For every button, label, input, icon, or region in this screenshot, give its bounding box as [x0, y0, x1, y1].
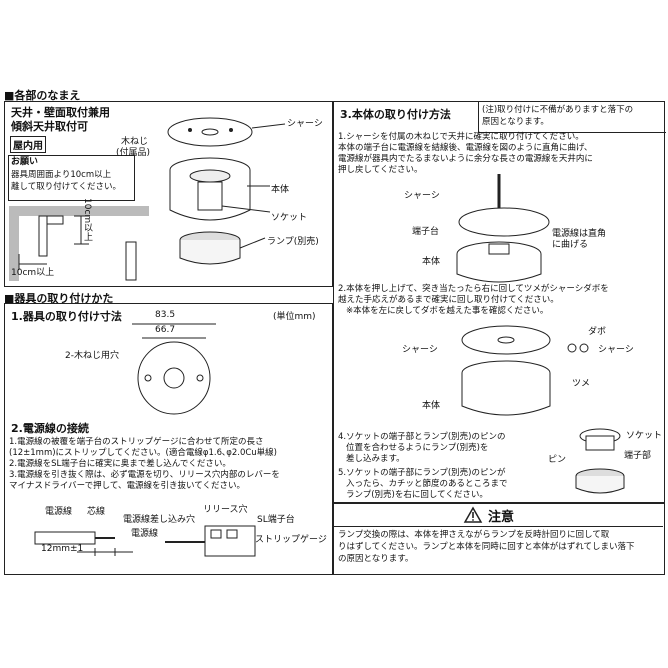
warning-title-bar: 注意 — [334, 504, 663, 527]
label-terminal: 端子台 — [412, 227, 440, 237]
body-step-1d: 押し戻してください。 — [338, 165, 423, 175]
label-body-2: 本体 — [422, 401, 441, 411]
wiring-diagram — [34, 525, 256, 557]
body-step-2c: ※本体を左に戻してダボを越えた事を確認ください。 — [346, 306, 549, 316]
warning-title: 注意 — [488, 510, 515, 525]
socket-lamp-illustration — [575, 428, 625, 494]
body-step-4b: 位置を合わせるようにランプ(別売)を — [346, 443, 489, 453]
warning-line-1: ランプ交換の際は、本体を押さえながらランプを反時計回りに回して取 — [338, 530, 610, 540]
label-chassis: シャーシ — [404, 191, 440, 201]
warning-triangle-icon — [463, 506, 483, 523]
body-step-2b: 越えた手応えがあるまで確実に回し取り付けてください。 — [338, 295, 559, 305]
label-body: 本体 — [422, 257, 441, 267]
screw-hole-label: 2-木ねじ用穴 — [65, 351, 119, 361]
wire-step-3b: マイナスドライバーで押して、電源線を引き抜いてください。 — [9, 481, 245, 491]
notice-title: お願い — [11, 157, 39, 167]
label-socket: ソケット — [626, 431, 663, 441]
notice-body-1: 器具周囲面より10cm以上 — [11, 170, 112, 180]
strip-length-label: 12mm±1 — [41, 544, 84, 554]
label-claw: ツメ — [572, 379, 591, 389]
label-chassis-2: シャーシ — [402, 345, 438, 355]
label-terminal-part: 端子部 — [624, 451, 652, 461]
mount-type-2: 傾斜天井取付可 — [11, 120, 88, 133]
body-step-5c: ランプ(別売)を右に回してください。 — [346, 490, 488, 500]
wire-subheading: 2.電源線の接続 — [11, 422, 89, 435]
warning-line-3: の原因となります。 — [338, 554, 414, 564]
body-step-5b: 入ったら、カチッと節度のあるところまで — [346, 479, 508, 489]
wire-step-2: 2.電源線をSL端子台に確実に奥まで差し込んでください。 — [9, 459, 231, 469]
body-install-heading: 3.本体の取り付け方法 — [340, 108, 451, 121]
body-step-1b: 本体の端子台に電源線を結線後、電源線を図のように直角に曲げ、 — [338, 143, 593, 153]
notice-box: お願い 器具周囲面より10cm以上 離して取り付けてください。 — [8, 155, 135, 201]
wiring-step-illustration — [456, 174, 550, 283]
body-step-5a: 5.ソケットの端子部にランプ(別売)のピンが — [338, 468, 506, 478]
release-hole-label: リリース穴 — [203, 505, 248, 515]
wire2-label: 電源線 — [131, 529, 159, 539]
clearance-diagram — [9, 206, 149, 281]
body-step-4a: 4.ソケットの端子部とランプ(別売)のピンの — [338, 432, 506, 442]
caution-note-2: 原因となります。 — [482, 117, 549, 127]
label-bend-2: に曲げる — [552, 240, 589, 250]
warning-line-2: りはずしてください。ランプと本体を同時に回すと本体がはずれてしまい落下 — [338, 542, 635, 552]
label-pin: ピン — [548, 455, 567, 465]
wire-label: 電源線 — [45, 507, 73, 517]
clearance-horizontal-label: 10cm以上 — [11, 268, 55, 278]
notice-body-2: 離して取り付けてください。 — [11, 182, 121, 192]
fixture-install-heading: ■器具の取り付けかた — [4, 292, 114, 305]
body-step-4c: 差し込みます。 — [346, 454, 405, 464]
mount-type-1: 天井・壁面取付兼用 — [11, 106, 110, 119]
warning-panel: 注意 ランプ交換の際は、本体を押さえながらランプを反時計回りに回して取 りはずし… — [333, 503, 665, 575]
clearance-vertical-label: 10cm以上 — [82, 198, 92, 242]
caution-note-box: (注)取り付けに不備がありますと落下の 原因となります。 — [478, 102, 666, 133]
wire-step-1b: (12±1mm)にストリップしてください。(適合電線φ1.6､φ2.0Cu単線) — [9, 448, 277, 458]
body-step-1a: 1.シャーシを付属の木ねじで天井に確実に取り付けてください。 — [338, 132, 584, 142]
label-wood-screw-note: (付属品) — [116, 148, 151, 158]
twist-lock-illustration — [461, 325, 551, 416]
dabo-detail — [567, 343, 589, 353]
caution-note-1: (注)取り付けに不備がありますと落下の — [482, 105, 634, 115]
dim-outer: 83.5 — [155, 310, 176, 320]
label-dabo: ダボ — [588, 327, 607, 337]
body-step-1c: 電源線が器具内でたるまないように余分な長さの電源線を天井内に — [338, 154, 593, 164]
dim-inner: 66.7 — [155, 325, 176, 335]
fixture-install-panel: 1.器具の取り付け寸法 (単位mm) 83.5 66.7 2-木ねじ用穴 2.電… — [4, 303, 333, 575]
body-step-2a: 2.本体を押し上げて、突き当たったら右に回してツメがシャーシダボを — [338, 284, 609, 294]
label-lamp: ランプ(別売) — [267, 237, 319, 247]
label-socket: ソケット — [271, 213, 308, 223]
label-wood-screw: 木ねじ — [121, 137, 149, 147]
strip-gauge-label: ストリップゲージ — [255, 535, 327, 545]
body-install-panel: 3.本体の取り付け方法 (注)取り付けに不備がありますと落下の 原因となります。… — [333, 101, 666, 503]
part-names-heading: ■各部のなまえ — [4, 89, 81, 102]
core-label: 芯線 — [87, 507, 106, 517]
exploded-fixture-illustration — [167, 117, 286, 265]
wire-step-3a: 3.電源線を引き抜く際は、必ず電源を切り、リリース穴内部のレバーを — [9, 470, 280, 480]
mounting-dimension-drawing — [132, 323, 216, 415]
unit-label: (単位mm) — [273, 312, 316, 322]
indoor-tag: 屋内用 — [10, 136, 46, 153]
label-bend-1: 電源線は直角 — [552, 229, 607, 239]
wire-step-1a: 1.電源線の被覆を端子台のストリップゲージに合わせて所定の長さ — [9, 437, 264, 447]
part-names-panel: 天井・壁面取付兼用 傾斜天井取付可 屋内用 お願い 器具周囲面より10cm以上 … — [4, 101, 333, 287]
sl-terminal-label: SL端子台 — [257, 515, 295, 525]
insert-hole-label: 電源線差し込み穴 — [123, 515, 196, 525]
label-body: 本体 — [271, 185, 290, 195]
label-chassis-3: シャーシ — [598, 345, 634, 355]
dimension-subheading: 1.器具の取り付け寸法 — [11, 310, 122, 323]
label-chassis: シャーシ — [287, 119, 323, 129]
